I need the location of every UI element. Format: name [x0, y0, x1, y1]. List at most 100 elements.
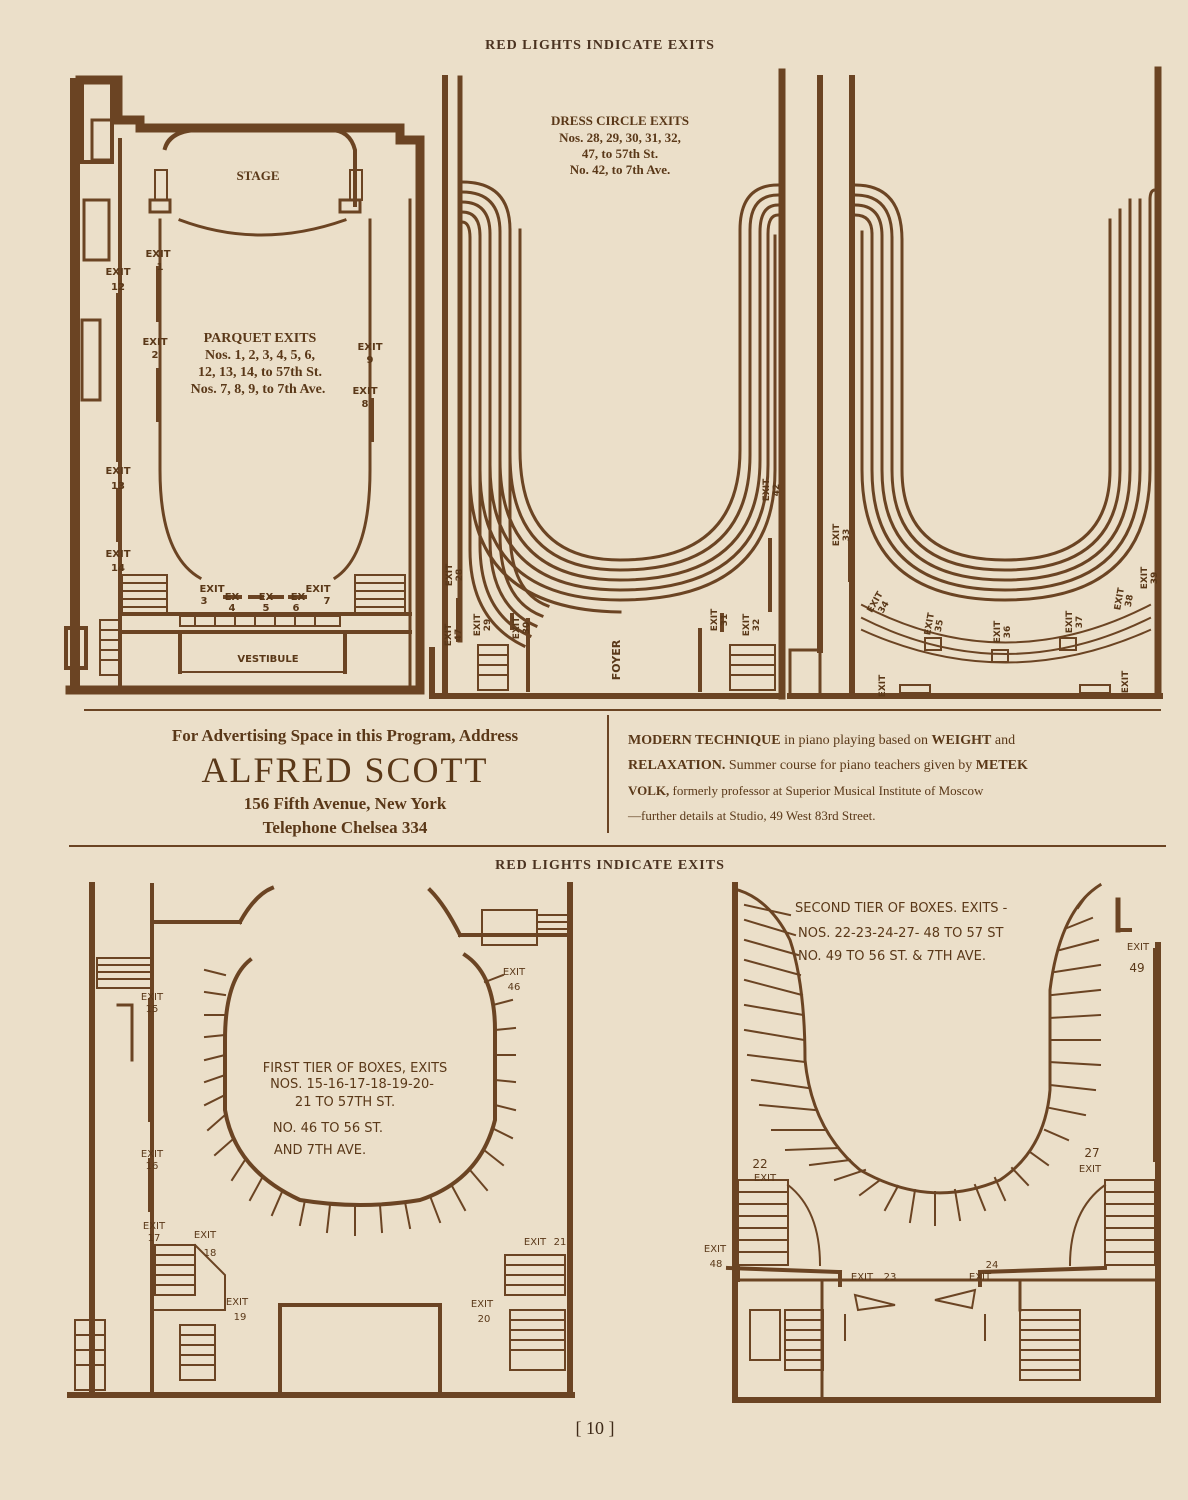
second-tier-line1: SECOND TIER OF BOXES. EXITS -: [795, 901, 1008, 916]
exit-21: 21: [554, 1237, 567, 1248]
exit-word: EXIT: [1140, 566, 1150, 589]
exit-word: EXIT: [524, 1237, 547, 1248]
exit-31: 31: [720, 614, 730, 627]
exit-23: 23: [884, 1272, 897, 1283]
second-tier-line2: NOS. 22-23-24-27- 48 TO 57 ST: [798, 926, 1003, 941]
exit-word: EXIT: [851, 1272, 874, 1283]
ad-bold-5: VOLK,: [628, 783, 670, 798]
exit-word: EXIT: [1113, 586, 1127, 611]
exit-16: 16: [146, 1161, 159, 1172]
exit-word: EXIT: [199, 584, 224, 595]
exit-5: 5: [263, 603, 270, 614]
exit-word: EXIT: [445, 563, 455, 586]
exit-word: EXIT: [105, 466, 130, 477]
exit-37: 37: [1075, 616, 1085, 629]
header-top: RED LIGHTS INDICATE EXITS: [485, 38, 715, 53]
ex-word: EX: [225, 592, 240, 603]
ad-left-name: ALFRED SCOTT: [201, 750, 489, 790]
parquet-line1: Nos. 1, 2, 3, 4, 5, 6,: [205, 348, 315, 363]
exit-27: 27: [1084, 1146, 1099, 1160]
exit-word: EXIT: [471, 1299, 494, 1310]
ad-text-5: —further details at Studio, 49 West 83rd…: [628, 808, 876, 823]
exit-word: EXIT: [142, 337, 167, 348]
vestibule-label: VESTIBULE: [237, 654, 298, 665]
exit-word: EXIT: [923, 611, 937, 636]
dress-circle-title: DRESS CIRCLE EXITS: [551, 113, 689, 128]
exit-12: 12: [111, 282, 125, 293]
exit-word: EXIT: [512, 616, 522, 639]
ad-bold-3: RELAXATION.: [628, 758, 726, 773]
exit-word: EXIT: [1065, 610, 1075, 633]
ad-left-address: 156 Fifth Avenue, New York: [243, 794, 447, 813]
exit-word: EXIT: [1127, 942, 1150, 953]
exit-word: EXIT: [357, 342, 382, 353]
exit-17: 17: [148, 1233, 161, 1244]
exit-word: EXIT: [754, 1173, 777, 1184]
exit-word: EXIT: [444, 623, 454, 646]
exit-22: 22: [752, 1157, 767, 1171]
parquet-plan: [64, 75, 425, 695]
exit-word: EXIT: [969, 1272, 992, 1283]
exit-word: EXIT: [742, 613, 752, 636]
exit-49: 49: [1129, 961, 1144, 975]
exit-8: 8: [362, 399, 369, 410]
dress-circle-right: [787, 66, 1163, 699]
exit-36: 36: [1003, 626, 1013, 639]
exit-2: 2: [152, 350, 159, 361]
exit-word: EXIT: [878, 674, 888, 697]
exit-46: 46: [508, 982, 521, 993]
exit-3: 3: [201, 596, 208, 607]
exit-word: EXIT: [762, 478, 772, 501]
exit-word: EXIT: [1121, 670, 1131, 693]
dress-circle-line3: No. 42, to 7th Ave.: [570, 162, 671, 177]
exit-word: EXIT: [993, 620, 1003, 643]
dress-circle-left: [429, 68, 786, 700]
first-tier-plan: [67, 882, 575, 1398]
ad-bold-2: WEIGHT: [931, 733, 992, 748]
exit-32: 32: [752, 619, 762, 632]
exit-29: 29: [483, 619, 493, 632]
exit-35: 35: [934, 619, 946, 633]
exit-28: 28: [455, 569, 465, 582]
dress-circle-line1: Nos. 28, 29, 30, 31, 32,: [559, 130, 681, 145]
exit-word: EXIT: [105, 267, 130, 278]
parquet-line3: Nos. 7, 8, 9, to 7th Ave.: [191, 382, 326, 397]
exit-word: EXIT: [503, 967, 526, 978]
foyer-label: FOYER: [610, 639, 623, 680]
exit-word: EXIT: [143, 1221, 166, 1232]
page-number: [ 10 ]: [575, 1418, 615, 1438]
exit-word: EXIT: [226, 1297, 249, 1308]
exit-word: EXIT: [352, 386, 377, 397]
ad-alfred-scott: For Advertising Space in this Program, A…: [100, 726, 590, 838]
exit-7: 7: [324, 596, 331, 607]
header-bottom: RED LIGHTS INDICATE EXITS: [495, 858, 725, 873]
parquet-line2: 12, 13, 14, to 57th St.: [198, 365, 322, 380]
exit-word: EXIT: [473, 613, 483, 636]
first-tier-line1: FIRST TIER OF BOXES, EXITS: [263, 1061, 448, 1076]
exit-word: EXIT: [710, 608, 720, 631]
ad-text-2: and: [991, 733, 1016, 748]
ad-left-phone: Telephone Chelsea 334: [262, 818, 428, 837]
exit-word: EXIT: [105, 549, 130, 560]
exit-word: EXIT: [305, 584, 330, 595]
stage-label: STAGE: [236, 168, 279, 183]
exit-1: 1: [157, 262, 164, 273]
exit-word: EXIT: [832, 523, 842, 546]
exit-word: EXIT: [141, 992, 164, 1003]
exit-13: 13: [111, 481, 125, 492]
ad-text-1: in piano playing based on: [780, 733, 932, 748]
exit-24: 24: [986, 1260, 999, 1271]
exit-4: 4: [229, 603, 236, 614]
second-tier-line3: NO. 49 TO 56 ST. & 7TH AVE.: [798, 949, 986, 964]
exit-word: EXIT: [194, 1230, 217, 1241]
parquet-title: PARQUET EXITS: [204, 331, 317, 346]
first-tier-line4: NO. 46 TO 56 ST.: [273, 1121, 383, 1136]
exit-9: 9: [367, 355, 374, 366]
first-tier-line2: NOS. 15-16-17-18-19-20-: [270, 1077, 434, 1092]
exit-33: 33: [842, 529, 852, 542]
exit-word: EXIT: [1079, 1164, 1102, 1175]
second-tier-plan: [725, 882, 1161, 1403]
exit-39: 39: [1150, 572, 1160, 585]
exit-18: 18: [204, 1248, 217, 1259]
